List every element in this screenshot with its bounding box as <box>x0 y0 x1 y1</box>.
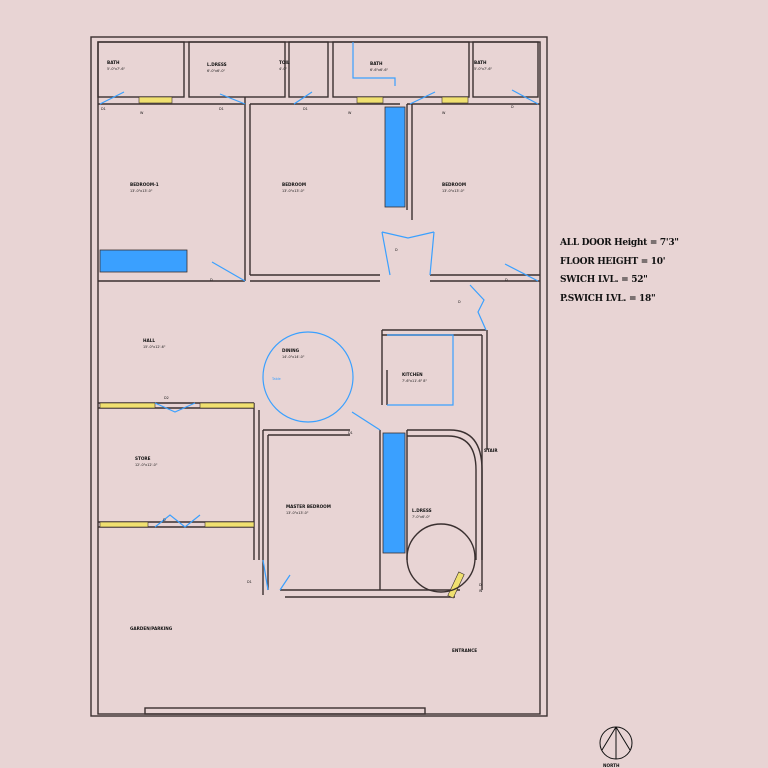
window-tag: W <box>140 111 144 115</box>
door-tag: D1 <box>219 107 224 111</box>
door-tag: D <box>163 518 166 522</box>
room-r1-size: 5'-0"x7'-6" <box>107 67 126 71</box>
garden-label: GARDEN/PARKING <box>130 626 173 631</box>
misc-labels: Table GARDEN/PARKING ENTRANCE STAIR <box>130 377 498 653</box>
room-r4-name: BATH <box>370 61 383 66</box>
window-tags: W W W W <box>140 111 483 593</box>
stair-label: STAIR <box>484 448 498 453</box>
top-rooms-walls <box>97 41 540 282</box>
outer-walls <box>90 36 548 717</box>
entrance-label: ENTRANCE <box>452 648 477 653</box>
room-r3-name: TOIL <box>279 60 290 65</box>
room-r2-size: 6'-0"x6'-0" <box>207 69 226 73</box>
room-r11-name: KITCHEN <box>402 372 423 377</box>
room-r11-size: 7'-6"x11'-6" 8" <box>402 379 427 383</box>
door-tag: D <box>395 248 398 252</box>
note-floor-height: FLOOR HEIGHT = 10' <box>560 256 666 267</box>
middle-walls <box>98 329 488 715</box>
room-r10-size: 14'-0"x14'-0" <box>282 355 305 359</box>
note-power-switch-level: P.SWICH LVL. = 18" <box>560 293 656 304</box>
room-r8-name: BEDROOM <box>442 182 466 187</box>
room-r6-size: 13'-0"x13'-0" <box>130 189 153 193</box>
doors <box>99 42 539 591</box>
door-tags: D1 D1 D1 D D D D D D2 D1 D D1 D <box>101 105 514 587</box>
compass-label: NORTH <box>603 763 620 768</box>
room-r7-size: 13'-0"x13'-0" <box>282 189 305 193</box>
circular-stair <box>406 523 476 593</box>
room-r4-size: 6'-6"x6'-6" <box>370 68 389 72</box>
door-tag: D2 <box>164 396 169 400</box>
room-r2-name: L.DRESS <box>207 62 227 67</box>
room-r13-name: MASTER BEDROOM <box>286 504 331 509</box>
room-r5-name: BATH <box>474 60 487 65</box>
window-tag: W <box>479 589 483 593</box>
room-r13-size: 13'-0"x13'-0" <box>286 511 309 515</box>
room-r6-name: BEDROOM-1 <box>130 182 159 187</box>
windows <box>99 96 469 599</box>
room-r9-size: 15'-0"x12'-6" <box>143 345 166 349</box>
door-tag: D <box>458 300 461 304</box>
window-tag: W <box>348 111 352 115</box>
room-r14-size: 7'-0"x6'-0" <box>412 515 431 519</box>
door-tag: D <box>511 105 514 109</box>
note-door-height: ALL DOOR Height = 7'3" <box>560 238 679 248</box>
door-tag: D <box>505 278 508 282</box>
note-switch-level: SWICH LVL. = 52" <box>560 275 648 285</box>
door-tag: D <box>210 278 213 282</box>
wardrobes <box>99 106 406 554</box>
room-r3-size: 4'-0" <box>279 67 287 71</box>
room-r10-name: DINING <box>282 348 300 353</box>
window-tag: W <box>442 111 446 115</box>
room-r5-size: 5'-0"x7'-6" <box>474 67 493 71</box>
room-r7-name: BEDROOM <box>282 182 306 187</box>
room-r8-size: 13'-0"x13'-0" <box>442 189 465 193</box>
room-r1-name: BATH <box>107 60 120 65</box>
door-tag: D1 <box>101 107 106 111</box>
door-tag: D1 <box>303 107 308 111</box>
room-r12-size: 12'-0"x12'-0" <box>135 463 158 467</box>
table-label: Table <box>271 377 281 381</box>
door-tag: D1 <box>247 580 252 584</box>
room-r9-name: HALL <box>143 338 155 343</box>
room-r12-name: STORE <box>135 456 151 461</box>
door-tag: D1 <box>348 431 353 435</box>
north-compass <box>599 726 633 760</box>
door-tag: D <box>479 583 482 587</box>
room-r14-name: L.DRESS <box>412 508 432 513</box>
room-labels: BATH 5'-0"x7'-6" L.DRESS 6'-0"x6'-0" TOI… <box>107 60 493 519</box>
plan-notes: ALL DOOR Height = 7'3" FLOOR HEIGHT = 10… <box>560 234 679 308</box>
